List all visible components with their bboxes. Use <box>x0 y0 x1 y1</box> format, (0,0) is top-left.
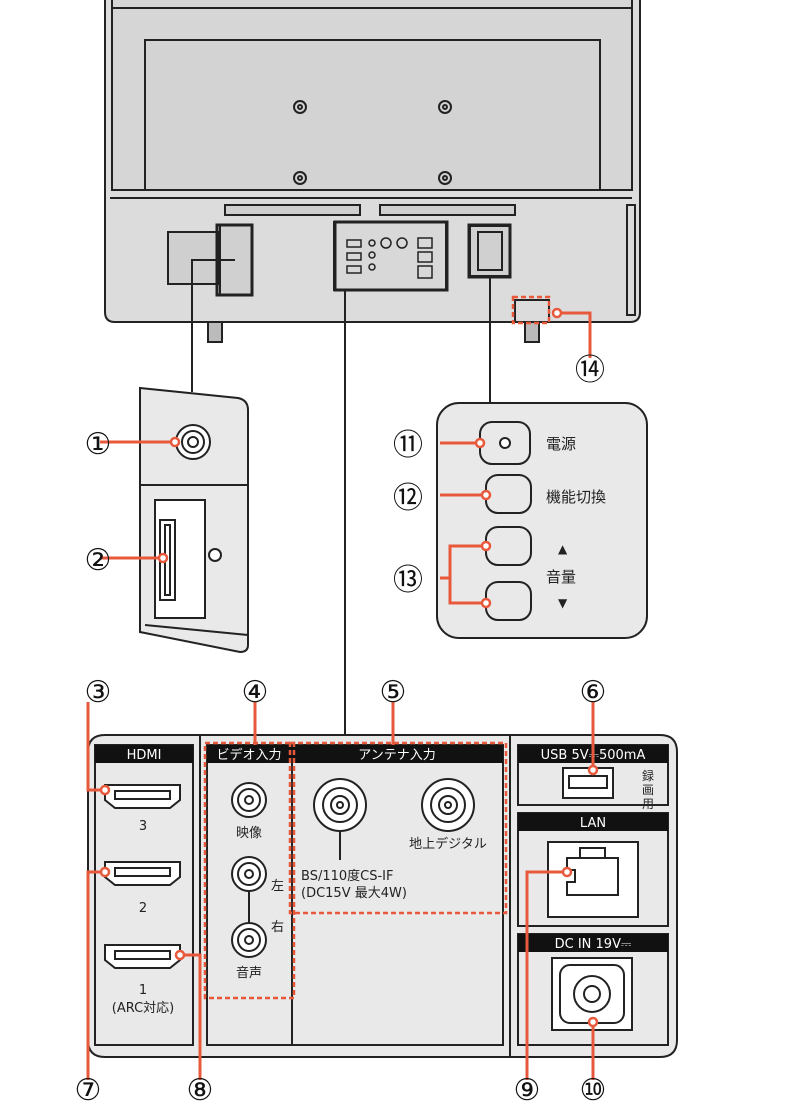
video-label: 映像 <box>236 826 262 841</box>
recording-char-3: 用 <box>642 797 654 811</box>
video-input-header: ビデオ入力 <box>216 747 281 763</box>
left-label: 左 <box>271 879 284 894</box>
terrestrial-antenna-jack[interactable] <box>421 778 475 832</box>
hdmi-arc-label: (ARC対応) <box>112 1001 175 1016</box>
callout-5: ⑤ <box>380 675 407 710</box>
side-button-labels: 電源 機能切換 ▲ 音量 ▼ <box>546 435 606 610</box>
callout-7: ⑦ <box>75 1073 102 1108</box>
audio-left-jack[interactable] <box>231 856 267 892</box>
callout-13: ⑬ <box>393 563 423 598</box>
hdmi-3-label: 3 <box>139 819 147 834</box>
antenna-header: アンテナ入力 <box>358 748 435 763</box>
recording-char-1: 録 <box>642 768 654 783</box>
hdmi-port-2[interactable] <box>104 861 181 886</box>
callout-12: ⑫ <box>393 481 423 516</box>
vol-down-arrow: ▼ <box>558 596 568 610</box>
bs-label-1: BS/110度CS-IF <box>301 868 393 884</box>
headphone-jack <box>175 424 211 460</box>
section-header-labels: HDMI ビデオ入力 アンテナ入力 USB 5V⎓500mA LAN DC IN… <box>127 747 646 952</box>
callout-11: ⑪ <box>393 428 423 463</box>
wall-mount-screws <box>293 100 452 185</box>
callout-3: ③ <box>85 675 112 710</box>
side-terminal-detail <box>139 386 249 654</box>
hdmi-2-label: 2 <box>139 901 147 916</box>
dc-in-header: DC IN 19V⎓ <box>555 937 632 952</box>
lan-header: LAN <box>580 816 606 831</box>
right-label: 右 <box>271 920 284 935</box>
dc-in-jack[interactable] <box>551 957 633 1031</box>
rca-jacks <box>231 782 267 958</box>
power-label: 電源 <box>546 435 576 453</box>
video-input-labels: 映像 左 右 音声 <box>236 826 284 981</box>
callout-8: ⑧ <box>187 1073 214 1108</box>
tv-rear-view <box>104 0 641 343</box>
hdmi-labels: 3 2 1 (ARC対応) <box>112 819 175 1016</box>
usb-recording-label: 録 画 用 <box>642 768 654 811</box>
audio-right-jack[interactable] <box>231 922 267 958</box>
callout-2: ② <box>85 543 112 578</box>
volume-label: 音量 <box>546 568 576 586</box>
hdmi-1-label: 1 <box>139 983 147 998</box>
bs-label-2: (DC15V 最大4W) <box>301 886 407 901</box>
hdmi-header: HDMI <box>127 748 162 763</box>
callout-10: ⑩ <box>580 1073 607 1108</box>
callout-6: ⑥ <box>580 675 607 710</box>
recording-char-2: 画 <box>642 783 654 797</box>
antenna-connectors <box>313 778 475 860</box>
terrestrial-label: 地上デジタル <box>409 836 487 852</box>
numbered-callouts: ① ② ③ ④ ⑤ ⑥ ⑦ ⑧ ⑨ ⑩ ⑪ ⑫ ⑬ ⑭ <box>75 353 607 1108</box>
rear-terminal-ports <box>346 237 433 279</box>
video-jack[interactable] <box>231 782 267 818</box>
volume-up-button[interactable] <box>485 526 532 566</box>
callout-9: ⑨ <box>514 1073 541 1108</box>
usb-port[interactable] <box>562 767 614 799</box>
volume-down-button[interactable] <box>485 581 532 621</box>
leader-lines <box>191 259 491 735</box>
callout-1: ① <box>85 427 112 462</box>
hdmi-ports <box>104 784 181 969</box>
highlight-dashed-boxes <box>203 741 508 1000</box>
section-headers <box>95 745 668 952</box>
highlight-dots <box>99 307 599 1028</box>
bs-cs-antenna-jack[interactable] <box>313 778 367 832</box>
vol-up-arrow: ▲ <box>558 542 568 556</box>
audio-label: 音声 <box>236 965 262 981</box>
callout-14: ⑭ <box>575 353 605 388</box>
lan-port[interactable] <box>547 841 639 918</box>
callout-4: ④ <box>242 675 269 710</box>
side-button-panel <box>436 402 648 639</box>
hdmi-port-3[interactable] <box>104 784 181 809</box>
hdmi-port-1[interactable] <box>104 944 181 969</box>
antenna-labels: BS/110度CS-IF (DC15V 最大4W) 地上デジタル <box>301 836 487 901</box>
function-label: 機能切換 <box>546 488 606 506</box>
function-button[interactable] <box>485 474 532 514</box>
highlight-leaders <box>86 311 595 1080</box>
